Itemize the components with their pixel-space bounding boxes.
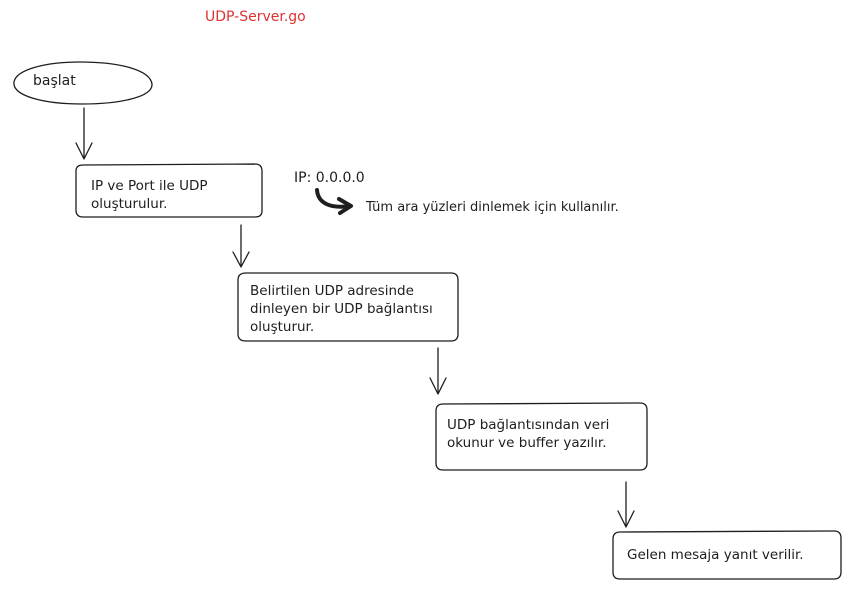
- step2-label-line3: oluşturur.: [250, 319, 315, 335]
- step4-label: Gelen mesaja yanıt verilir.: [627, 547, 804, 563]
- start-label: başlat: [33, 73, 76, 89]
- step1-label-line2: oluşturulur.: [91, 196, 168, 212]
- start-ellipse: [13, 61, 153, 105]
- step3-label-line2: okunur ve buffer yazılır.: [447, 435, 607, 451]
- step3-label-line1: UDP bağlantısından veri: [447, 417, 610, 433]
- diagram-title: UDP-Server.go: [205, 9, 306, 25]
- step1-label-line1: IP ve Port ile UDP: [91, 178, 208, 194]
- step2-box: [237, 272, 459, 342]
- ip-pointer-arrow: [315, 188, 353, 215]
- step2-label-line2: dinleyen bir UDP bağlantısı: [250, 301, 433, 317]
- ip-annotation-description: Tüm ara yüzleri dinlemek için kullanılır…: [366, 200, 619, 215]
- arrow-step2-to-step3: [429, 347, 447, 395]
- ip-annotation: IP: 0.0.0.0: [294, 170, 365, 186]
- step3-box: [435, 402, 648, 471]
- arrow-step3-to-step4: [617, 481, 635, 528]
- step4-box: [612, 530, 842, 580]
- step1-box: [75, 163, 263, 218]
- arrow-step1-to-step2: [232, 224, 250, 268]
- arrow-start-to-step1: [75, 107, 93, 160]
- step2-label-line1: Belirtilen UDP adresinde: [250, 283, 414, 299]
